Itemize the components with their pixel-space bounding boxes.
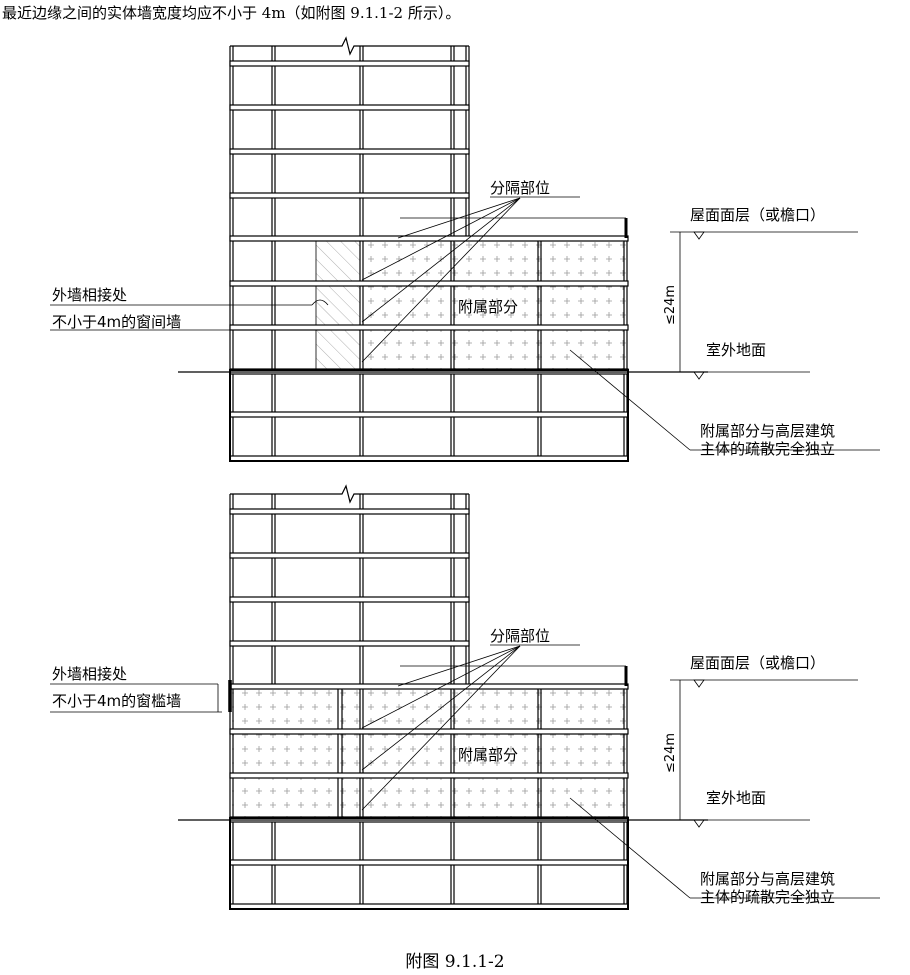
label-junction-bottom: 外墙相接处 [52, 665, 127, 683]
label-junction: 外墙相接处 [52, 286, 127, 304]
label-partition-bottom: 分隔部位 [490, 627, 550, 645]
label-ground-bottom: 室外地面 [706, 789, 766, 807]
top-diagram: 分隔部位 屋面面层（或檐口） ≤24m 室外地面 外墙相接处 不小于4m的窗间墙… [50, 36, 880, 462]
window-wall-hatch [315, 237, 361, 371]
label-roof: 屋面面层（或檐口） [690, 206, 825, 224]
label-height-bottom: ≤24m [663, 733, 678, 773]
label-annex-bottom: 附属部分 [458, 746, 518, 764]
label-evac-2-bottom: 主体的疏散完全独立 [700, 888, 835, 906]
bottom-diagram: 分隔部位 屋面面层（或檐口） ≤24m 室外地面 外墙相接处 不小于4m的窗槛墙… [50, 484, 880, 910]
label-ground: 室外地面 [706, 341, 766, 359]
label-wall-bottom: 不小于4m的窗槛墙 [52, 692, 181, 710]
figure-caption: 附图 9.1.1-2 [405, 952, 505, 972]
label-evac-1-bottom: 附属部分与高层建筑 [700, 870, 835, 888]
label-wall: 不小于4m的窗间墙 [52, 313, 181, 331]
label-partition: 分隔部位 [490, 179, 550, 197]
intro-text: 最近边缘之间的实体墙宽度均应不小于 4m（如附图 9.1.1-2 所示）。 [2, 4, 461, 22]
label-evac-2: 主体的疏散完全独立 [700, 440, 835, 458]
annex-fill [362, 238, 626, 370]
label-annex: 附属部分 [458, 298, 518, 316]
label-height: ≤24m [663, 285, 678, 325]
annex-fill-bottom [232, 686, 626, 818]
label-roof-bottom: 屋面面层（或檐口） [690, 654, 825, 672]
label-evac-1: 附属部分与高层建筑 [700, 422, 835, 440]
